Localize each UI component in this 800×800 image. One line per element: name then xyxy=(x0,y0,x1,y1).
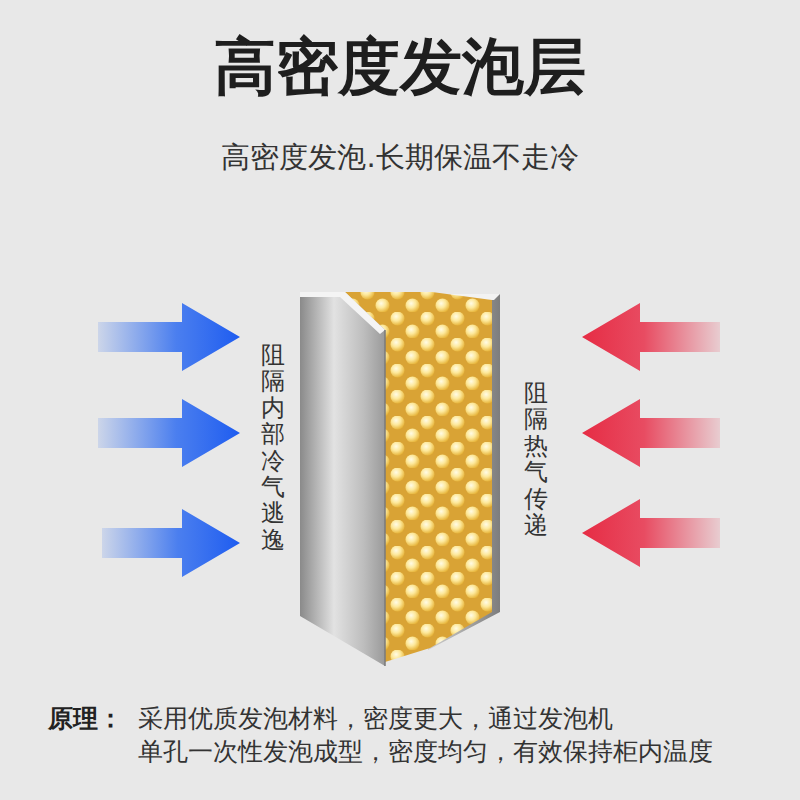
principle-text: 采用优质发泡材料，密度更大，通过发泡机 单孔一次性发泡成型，密度均匀，有效保持柜… xyxy=(138,703,743,768)
title: 高密度发泡层 xyxy=(0,30,800,104)
vertical-note: 阻隔内部冷气逃逸 xyxy=(261,342,285,553)
vertical-note: 阻隔热气传递 xyxy=(524,380,548,538)
subtitle: 高密度发泡.长期保温不走冷 xyxy=(0,140,800,175)
principle-heading: 原理： xyxy=(48,703,123,736)
